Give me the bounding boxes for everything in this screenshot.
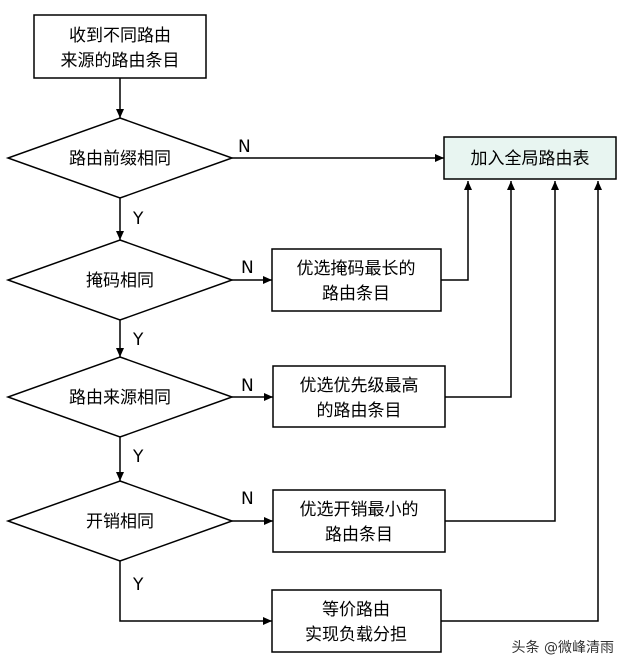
result-lowest-cost: 优选开销最小的 路由条目 bbox=[272, 489, 446, 553]
decision-prefix-label: 路由前缀相同 bbox=[69, 149, 171, 169]
yes-label-d1: Y bbox=[132, 209, 144, 229]
no-label-d1: N bbox=[238, 137, 251, 157]
result-longest-mask-line-1: 优选掩码最长的 bbox=[297, 259, 416, 279]
result-load-balancing-line-2: 实现负载分担 bbox=[305, 625, 407, 645]
decision-source-label: 路由来源相同 bbox=[69, 388, 171, 408]
arrow-r5-to-end bbox=[441, 181, 602, 622]
arrow-r4-to-end bbox=[445, 181, 559, 522]
no-label-d4: N bbox=[241, 489, 254, 509]
decision-cost: 开销相同 bbox=[5, 480, 235, 562]
result-lowest-cost-line-1: 优选开销最小的 bbox=[300, 500, 419, 520]
result-longest-mask-line-2: 路由条目 bbox=[322, 284, 390, 304]
decision-cost-label: 开销相同 bbox=[86, 512, 154, 532]
decision-mask: 掩码相同 bbox=[5, 239, 235, 321]
end-box: 加入全局路由表 bbox=[443, 136, 617, 180]
result-lowest-cost-line-2: 路由条目 bbox=[325, 525, 393, 545]
result-longest-mask: 优选掩码最长的 路由条目 bbox=[271, 248, 442, 312]
yes-label-d3: Y bbox=[132, 447, 144, 467]
arrow-r3-to-end bbox=[445, 181, 515, 398]
result-load-balancing-line-1: 等价路由 bbox=[322, 600, 390, 620]
yes-label-d4: Y bbox=[132, 575, 144, 595]
branch-labels: Y Y Y Y N N N N bbox=[132, 137, 254, 595]
decision-source: 路由来源相同 bbox=[5, 356, 235, 438]
yes-label-d2: Y bbox=[132, 330, 144, 350]
result-highest-priority: 优选优先级最高 的路由条目 bbox=[272, 365, 446, 428]
arrow-r2-to-end bbox=[441, 181, 472, 281]
result-highest-priority-line-2: 的路由条目 bbox=[317, 401, 402, 421]
decision-prefix: 路由前缀相同 bbox=[5, 117, 235, 199]
watermark: 头条 @微峰清雨 bbox=[512, 639, 614, 656]
result-highest-priority-line-1: 优选优先级最高 bbox=[300, 376, 419, 396]
end-box-label: 加入全局路由表 bbox=[471, 149, 590, 169]
arrow-d4-to-r5 bbox=[119, 561, 272, 625]
decision-mask-label: 掩码相同 bbox=[86, 271, 154, 291]
no-label-d2: N bbox=[241, 258, 254, 278]
connectors bbox=[116, 78, 602, 625]
result-load-balancing: 等价路由 实现负载分担 bbox=[271, 589, 442, 653]
start-line-2: 来源的路由条目 bbox=[61, 51, 180, 71]
start-line-1: 收到不同路由 bbox=[69, 26, 171, 46]
no-label-d3: N bbox=[241, 376, 254, 396]
start-box: 收到不同路由 来源的路由条目 bbox=[33, 14, 207, 79]
